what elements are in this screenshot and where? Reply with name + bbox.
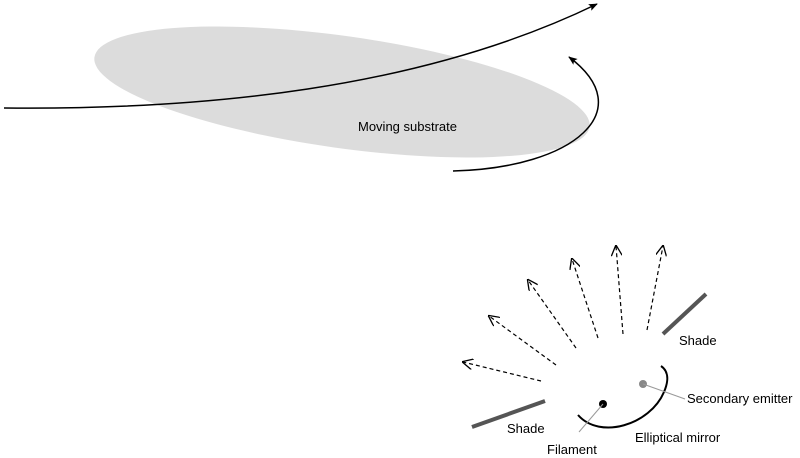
rotation-arrow — [452, 56, 600, 172]
emission-ray — [528, 280, 577, 349]
emission-ray — [572, 259, 599, 339]
emission-ray — [463, 362, 542, 382]
filament-label: Filament — [547, 442, 597, 457]
emission-ray — [646, 246, 663, 331]
elliptical-mirror-label: Elliptical mirror — [635, 430, 721, 445]
shade-right-label: Shade — [679, 333, 717, 348]
filament-leader — [578, 403, 604, 433]
secondary-emitter-label: Secondary emitter — [687, 391, 793, 406]
substrate-motion-arrow — [3, 3, 598, 109]
emission-ray — [616, 246, 624, 335]
shade-right — [661, 292, 708, 336]
emission-rays — [463, 246, 663, 382]
substrate-ellipse — [94, 26, 590, 158]
shade-left-label: Shade — [507, 421, 545, 436]
elliptical-mirror — [577, 365, 669, 429]
secondary-emitter-leader — [642, 383, 686, 400]
substrate-label: Moving substrate — [358, 119, 457, 134]
shade-left — [471, 399, 546, 429]
emission-ray — [489, 316, 557, 366]
